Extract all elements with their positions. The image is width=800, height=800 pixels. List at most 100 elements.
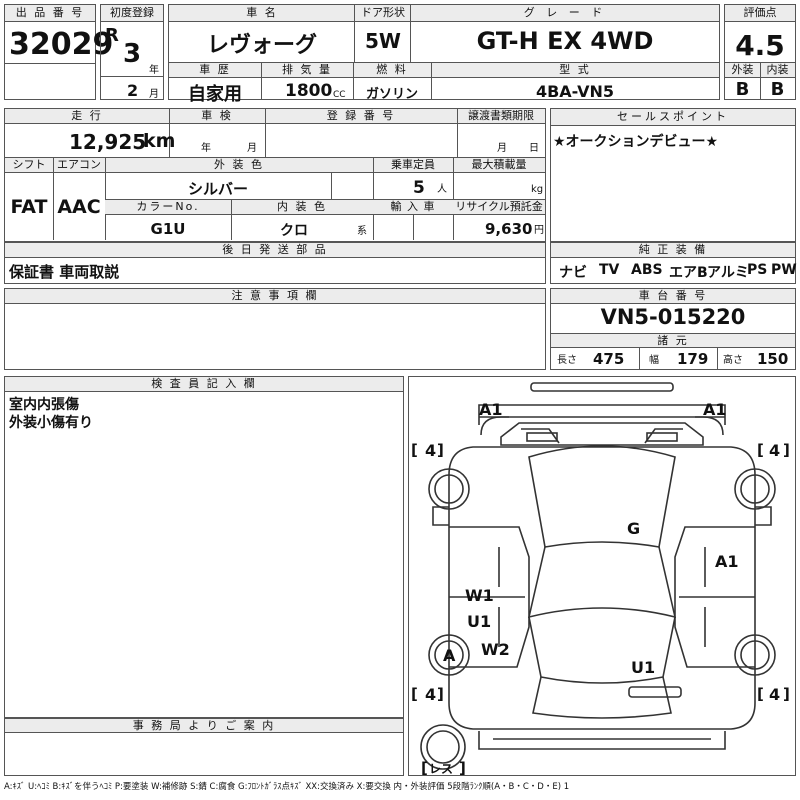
spec-label: 諸 元 [551,333,795,348]
month-unit: 月 [149,89,159,100]
score: 4.5 [735,29,785,62]
maxload-unit: kg [531,184,544,195]
color-label: 外 装 色 [105,158,373,173]
length-label: 長さ [557,355,577,366]
colorno-label: カラーNo. [105,200,231,215]
door-label: ドア形状 [355,5,411,22]
lot-number: 32029 [9,27,114,62]
chassis-box: 車 台 番 号 VN5-015220 諸 元 長さ 475 幅 179 高さ 1… [550,288,796,370]
model: 4BA-VN5 [535,82,615,101]
era-mark: R [105,25,119,46]
lot-label: 出 品 番 号 [5,5,95,22]
mark-rear-wheel-a: A [443,646,456,665]
mark-tyre-rr: 4 [769,685,780,704]
mark-windshield: G [627,519,640,538]
km-unit: km [143,130,176,152]
exterior-grade: B [735,79,750,100]
shift: FAT [10,196,48,218]
height: 150 [757,350,789,368]
office-box: 事 務 局 よ り ご 案 内 [4,718,404,776]
capacity: 5 [413,178,425,198]
exterior-label: 外装 [725,63,760,78]
tyre-bracket-fr-close: ] [783,441,790,459]
model-label: 型 式 [431,63,719,78]
mark-left-rear-w2: W2 [481,640,510,659]
regno-label: 登 録 番 号 [265,109,457,124]
tyre-bracket-rr: [ [757,685,764,703]
mark-rear-u1: U1 [631,658,655,677]
mileage-box: 走 行 車 検 登 録 番 号 譲渡書類期限 12,925 km 年 月 月 日 [4,108,546,158]
notes-box: 注 意 事 項 欄 [4,288,546,370]
car-name: レヴォーグ [206,33,317,58]
score-label: 評価点 [725,5,795,22]
fuel: ガソリン [365,87,418,102]
tyre-bracket-fl-close: ] [437,441,444,459]
tyre-bracket-rr-close: ] [783,685,790,703]
later-label: 後 日 発 送 部 品 [5,243,545,258]
score-box: 評価点 4.5 外装 内装 B B [724,4,796,100]
equip-airbag: エアB [669,265,708,281]
color-no: G1U [150,220,186,238]
length: 475 [593,350,625,368]
mileage-label: 走 行 [5,109,169,124]
damage-legend: A:ｷｽﾞ U:ﾍｺﾐ B:ｷｽﾞを伴うﾍｺﾐ P:要塗装 W:補修跡 S:錆 … [4,782,570,792]
interior-grade: B [770,79,785,100]
tyre-bracket-rl-close: ] [437,685,444,703]
interior-label: 内装 [760,63,795,78]
displacement-label: 排 気 量 [261,63,353,78]
lot-box: 出 品 番 号 32029 [4,4,113,100]
tyre-bracket-fl: [ [411,441,418,459]
capacity-unit: 人 [437,184,447,195]
year-unit: 年 [149,65,159,76]
inspector-line-2: 外装小傷有り [9,415,93,431]
mileage: 12,925 [69,130,147,154]
tyre-bracket-rl: [ [411,685,418,703]
tyre-bracket-fr: [ [757,441,764,459]
history-label: 車 歴 [169,63,261,78]
reg-month: 2 [127,81,139,100]
inspector-label: 検 査 員 記 入 欄 [5,377,403,392]
mark-spare-none: レス [429,762,453,775]
recycle: 9,630 [485,220,533,238]
transfer-month-unit: 月 [497,143,507,154]
width: 179 [677,350,709,368]
transfer-day-unit: 日 [529,143,539,154]
width-label: 幅 [649,355,659,366]
inspector-box: 検 査 員 記 入 欄 室内内張傷 外装小傷有り [4,376,404,718]
recycle-label: リサイクル預託金 [453,200,545,215]
first-registration-box: 初度登録 R 3 年 2 月 [100,4,164,100]
transfer-label: 譲渡書類期限 [457,109,545,124]
shift-label: シフト [5,158,53,173]
equipment-detail-box: シフト エアコン 外 装 色 乗車定員 最大積載量 FAT AAC シルバー 5… [4,158,546,242]
import-label: 輸 入 車 [373,200,453,215]
equip-tv: TV [599,262,620,278]
inspection-year-unit: 年 [201,143,211,154]
cc-unit: CC [333,90,346,100]
grade-label: グ レ ー ド [411,5,719,22]
equipment-box: 純 正 装 備 ナビ TV ABS エアB アルミ PS PW [550,242,797,284]
sales-point-box: セールスポイント ★オークションデビュー★ [550,108,796,242]
later-parts-box: 後 日 発 送 部 品 保証書 車両取説 [4,242,546,284]
spare-bracket-close: ] [459,759,466,775]
equip-label: 純 正 装 備 [551,243,795,258]
car-diagram-box: [ ] [ ] [ ] [ ] [ ] A1 A1 4 4 4 4 G A1 W… [408,376,796,776]
equip-alloy: アルミ [707,265,749,281]
mark-front-left: A1 [479,400,503,419]
equip-navi: ナビ [559,265,587,281]
history: 自家用 [188,84,242,105]
equip-ps: PS [747,262,768,278]
ac-label: エアコン [53,158,105,173]
equip-abs: ABS [631,262,663,278]
notes-label: 注 意 事 項 欄 [5,289,545,304]
car-name-label: 車 名 [169,5,355,22]
reg-year: 3 [123,39,142,69]
mark-tyre-rl: 4 [425,685,436,704]
door-type: 5W [365,29,401,53]
ac: AAC [57,196,101,218]
first-reg-label: 初度登録 [101,5,163,22]
car-diagram: [ ] [ ] [ ] [ ] [ ] A1 A1 4 4 4 4 G A1 W… [411,382,790,775]
grade: GT-H EX 4WD [476,27,654,55]
capacity-label: 乗車定員 [373,158,453,173]
int-color-label: 内 装 色 [231,200,373,215]
mark-left-door-w1: W1 [465,586,494,605]
